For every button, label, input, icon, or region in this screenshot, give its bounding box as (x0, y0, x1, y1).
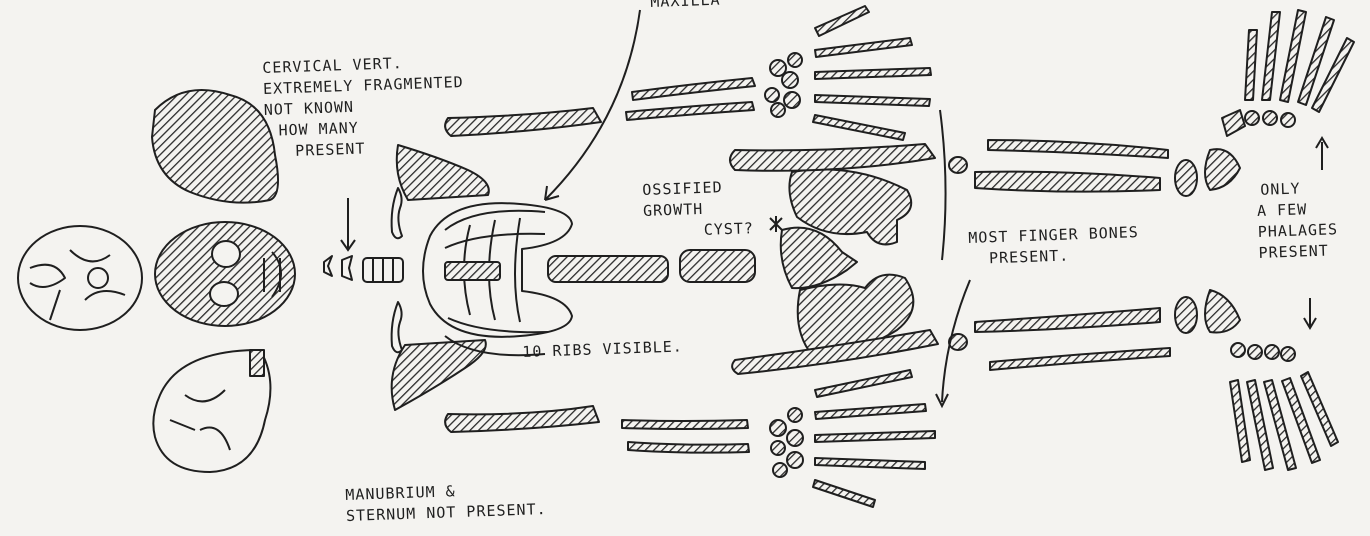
radius-ulna-lower (622, 420, 749, 453)
foot-lower (1175, 290, 1338, 470)
thoracic-lumbar-vertebrae (548, 250, 755, 282)
skull-side-fragment (152, 90, 278, 203)
patella-upper (949, 157, 967, 173)
clavicle-left (392, 188, 402, 238)
phalanges-note-line-2: A FEW (1257, 198, 1338, 222)
ossified-growth-note: OSSIFIED GROWTH CYST? (642, 176, 754, 243)
sternum-note: MANUBRIUM & STERNUM NOT PRESENT. (345, 478, 547, 527)
foot-upper (1175, 10, 1354, 196)
cervical-vertebrae (324, 256, 403, 282)
femur-upper (730, 144, 935, 171)
phalanges-note-line-4: PRESENT (1258, 240, 1339, 264)
ossified-note-line-3: CYST? (643, 218, 754, 243)
phalanges-note-line-3: PHALAGES (1257, 219, 1338, 243)
scapula-lower (392, 340, 486, 410)
finger-bones-note: MOST FINGER BONES PRESENT. (968, 222, 1140, 270)
phalanges-note: ONLY A FEW PHALAGES PRESENT (1256, 177, 1339, 264)
hand-lower-left (770, 370, 935, 507)
phalanges-note-line-1: ONLY (1256, 177, 1337, 201)
skull-base-view (153, 350, 270, 472)
clavicle-right (392, 302, 402, 352)
hand-upper-left (765, 6, 931, 140)
tibia-fibula-lower (975, 308, 1170, 370)
cervical-note: CERVICAL VERT. EXTREMELY FRAGMENTED NOT … (262, 51, 466, 163)
radius-ulna-upper (626, 78, 755, 120)
humerus-lower (445, 406, 599, 432)
skull-front-view (155, 222, 295, 326)
ossified-growth-cyst (781, 228, 857, 289)
skull-top-view (18, 226, 142, 330)
humerus-upper (445, 108, 601, 136)
tibia-fibula-upper (975, 140, 1168, 192)
